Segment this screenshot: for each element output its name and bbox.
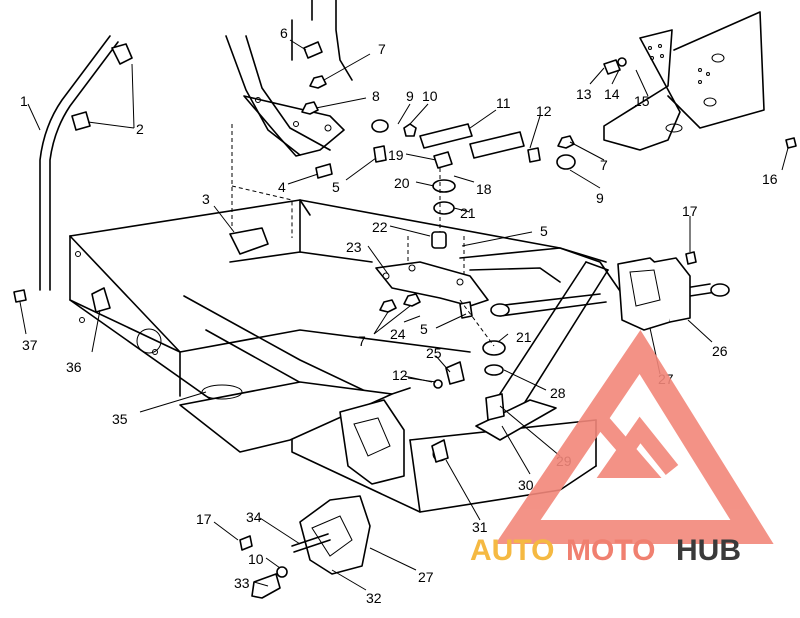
callout-6: 6 — [280, 25, 288, 41]
callout-11: 11 — [496, 95, 511, 111]
callout-8: 8 — [372, 88, 380, 104]
watermark-logo — [495, 329, 774, 544]
tie-rod-lower — [490, 283, 730, 317]
callout-23: 23 — [346, 239, 362, 255]
callout-20: 20 — [394, 175, 410, 191]
pitman-arm — [375, 261, 489, 307]
right-footrest-bracket — [603, 11, 765, 151]
callout-2: 2 — [136, 121, 144, 137]
callout-9: 9 — [596, 190, 604, 206]
spindle-upper-right — [617, 257, 691, 331]
callout-37: 37 — [22, 337, 38, 353]
callout-32: 32 — [366, 590, 382, 606]
callout-18: 18 — [476, 181, 492, 197]
callout-24: 24 — [390, 326, 406, 342]
callout-19: 19 — [388, 147, 404, 163]
callout-21: 21 — [460, 205, 476, 221]
callout-12: 12 — [536, 103, 552, 119]
callout-22: 22 — [372, 219, 388, 235]
callout-7: 7 — [358, 333, 366, 349]
callout-33: 33 — [234, 575, 250, 591]
callout-10: 10 — [248, 551, 264, 567]
callout-4: 4 — [278, 179, 286, 195]
callout-17: 17 — [196, 511, 212, 527]
callout-14: 14 — [604, 86, 620, 102]
callout-3: 3 — [202, 191, 210, 207]
callout-34: 34 — [246, 509, 262, 525]
callout-13: 13 — [576, 86, 592, 102]
callout-31: 31 — [472, 519, 488, 535]
callout-12: 12 — [392, 367, 408, 383]
callout-5: 5 — [540, 223, 548, 239]
clips — [71, 43, 133, 131]
callout-26: 26 — [712, 343, 728, 359]
watermark: AUTO MOTO HUB — [470, 329, 774, 567]
tie-rod-upper — [371, 119, 576, 170]
callout-5: 5 — [420, 321, 428, 337]
callout-21: 21 — [516, 329, 532, 345]
steering-bracket — [225, 0, 353, 157]
callout-25: 25 — [426, 345, 442, 361]
hardware — [13, 41, 797, 599]
watermark-brand-moto: MOTO — [566, 534, 655, 567]
callout-1: 1 — [20, 93, 28, 109]
callout-15: 15 — [634, 93, 650, 109]
watermark-brand-auto: AUTO — [470, 534, 554, 567]
callout-5: 5 — [332, 179, 340, 195]
callout-16: 16 — [762, 171, 778, 187]
callout-17: 17 — [682, 203, 698, 219]
callout-28: 28 — [550, 385, 566, 401]
callout-9: 9 — [406, 88, 414, 104]
spindle-lower-left — [299, 399, 405, 575]
right-foot-plate — [475, 399, 557, 441]
callout-7: 7 — [600, 157, 608, 173]
alignment-lines — [231, 124, 495, 347]
callout-10: 10 — [422, 88, 438, 104]
bushing-stack — [431, 151, 506, 421]
callout-30: 30 — [518, 477, 534, 493]
callout-7: 7 — [378, 41, 386, 57]
grab-bar — [39, 35, 119, 291]
callout-36: 36 — [66, 359, 82, 375]
callout-27: 27 — [418, 569, 434, 585]
watermark-brand-hub: HUB — [676, 534, 741, 567]
callout-35: 35 — [112, 411, 128, 427]
leader-lines — [19, 39, 789, 591]
